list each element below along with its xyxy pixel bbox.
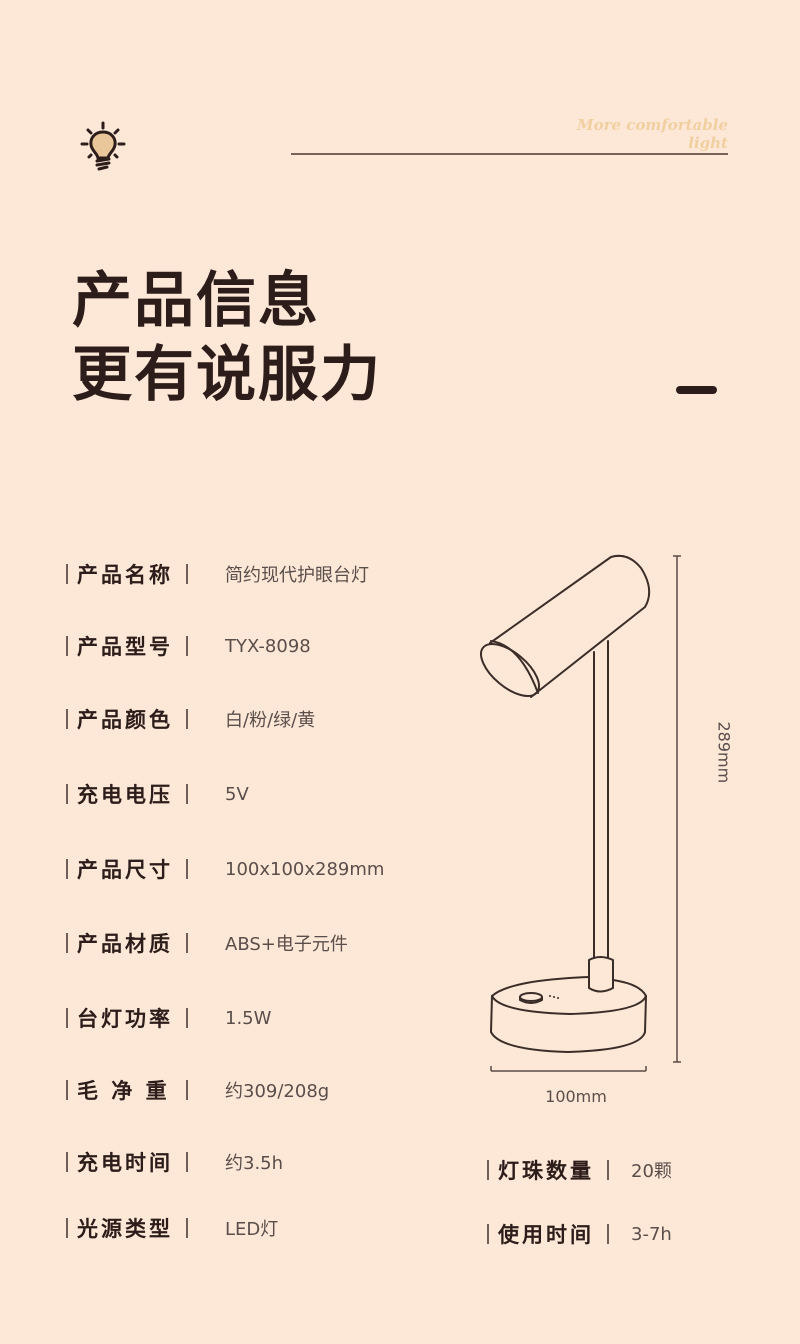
bar-divider <box>607 1224 609 1244</box>
bar-divider <box>66 1080 68 1100</box>
spec-row-usage-time: 使用时间 3-7h <box>487 1217 672 1251</box>
bar-divider <box>186 1218 188 1238</box>
spec-label: 光源类型 <box>77 1217 173 1241</box>
spec-label: 产品尺寸 <box>77 858 173 882</box>
spec-row-light-source: 光源类型 LED灯 <box>66 1211 278 1245</box>
lamp-outline-icon <box>480 554 681 1072</box>
spec-label: 台灯功率 <box>77 1007 173 1031</box>
spec-value: 约309/208g <box>225 1081 330 1102</box>
spec-label: 灯珠数量 <box>498 1159 594 1183</box>
spec-row-power: 台灯功率 1.5W <box>66 1001 271 1035</box>
bar-divider <box>66 1218 68 1238</box>
spec-value: 1.5W <box>225 1007 272 1029</box>
bar-divider <box>487 1160 489 1180</box>
bar-divider <box>186 709 188 729</box>
spec-row-led-count: 灯珠数量 20颗 <box>487 1153 672 1187</box>
spec-row-weight: 毛 净 重 约309/208g <box>66 1073 329 1107</box>
spec-label: 使用时间 <box>498 1223 594 1247</box>
spec-row-color: 产品颜色 白/粉/绿/黄 <box>66 702 315 736</box>
spec-value: 约3.5h <box>225 1153 284 1174</box>
tagline: More comfortable light <box>576 116 728 152</box>
spec-label: 产品名称 <box>77 563 173 587</box>
spec-value: TYX-8098 <box>225 635 311 657</box>
bar-divider <box>186 784 188 804</box>
bar-divider <box>66 933 68 953</box>
spec-value: 100x100x289mm <box>225 858 385 880</box>
bar-divider <box>607 1160 609 1180</box>
spec-label: 产品材质 <box>77 932 173 956</box>
spec-row-name: 产品名称 简约现代护眼台灯 <box>66 557 369 591</box>
bar-divider <box>186 1152 188 1172</box>
width-dimension-label: 100mm <box>545 1087 607 1106</box>
spec-row-size: 产品尺寸 100x100x289mm <box>66 852 384 886</box>
lamp-dimension-diagram <box>470 540 770 1130</box>
spec-row-charge-time: 充电时间 约3.5h <box>66 1145 283 1179</box>
page-title-line-1: 产品信息 <box>72 266 320 336</box>
bar-divider <box>186 933 188 953</box>
spec-value: 3-7h <box>631 1223 672 1245</box>
spec-value: 简约现代护眼台灯 <box>225 565 369 586</box>
bar-divider <box>66 784 68 804</box>
spec-row-model: 产品型号 TYX-8098 <box>66 629 311 663</box>
bar-divider <box>186 1080 188 1100</box>
bar-divider <box>487 1224 489 1244</box>
bar-divider <box>66 709 68 729</box>
bar-divider <box>66 564 68 584</box>
height-dimension-label: 289mm <box>714 721 734 784</box>
accent-dash <box>676 386 717 394</box>
spec-label: 毛 净 重 <box>77 1079 170 1103</box>
spec-value: 白/粉/绿/黄 <box>225 710 316 731</box>
bar-divider <box>66 1008 68 1028</box>
spec-label: 充电时间 <box>77 1151 173 1175</box>
header-divider <box>291 153 728 155</box>
bar-divider <box>66 1152 68 1172</box>
spec-value: ABS+电子元件 <box>225 934 348 955</box>
spec-value: 20颗 <box>631 1161 672 1182</box>
spec-label: 充电电压 <box>77 783 173 807</box>
page-title-line-2: 更有说服力 <box>72 340 382 410</box>
bar-divider <box>186 859 188 879</box>
bar-divider <box>66 859 68 879</box>
spec-value: LED灯 <box>225 1219 279 1240</box>
lightbulb-icon <box>78 120 130 176</box>
bar-divider <box>186 636 188 656</box>
bar-divider <box>186 564 188 584</box>
bar-divider <box>186 1008 188 1028</box>
spec-row-material: 产品材质 ABS+电子元件 <box>66 926 348 960</box>
bar-divider <box>66 636 68 656</box>
spec-label: 产品型号 <box>77 635 173 659</box>
spec-row-voltage: 充电电压 5V <box>66 777 249 811</box>
spec-value: 5V <box>225 783 249 805</box>
spec-label: 产品颜色 <box>77 708 173 732</box>
